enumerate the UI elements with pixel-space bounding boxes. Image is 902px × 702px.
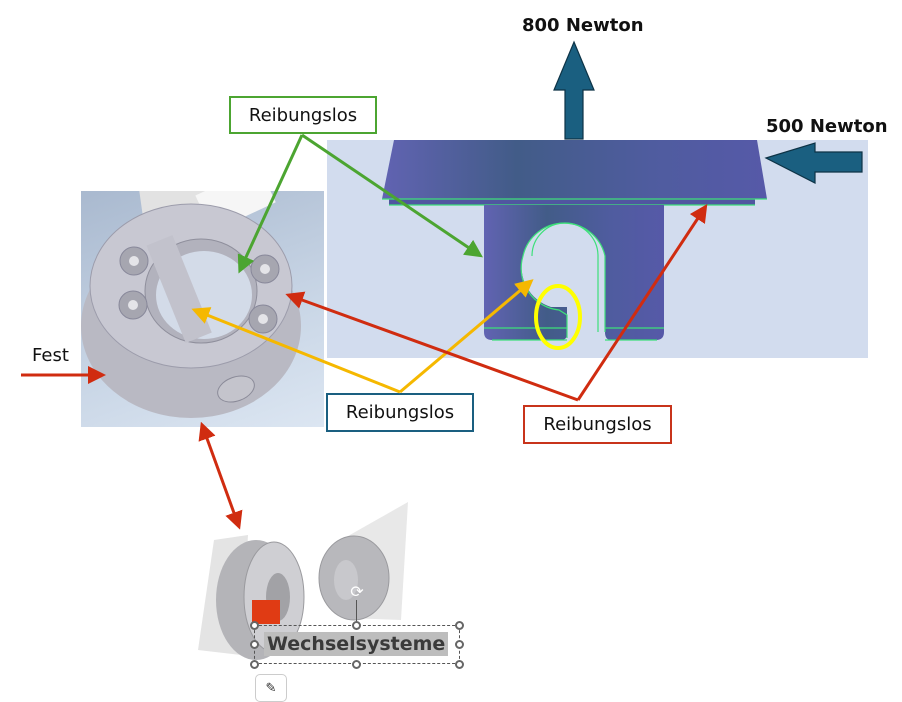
slot-part-drawing [382,140,767,341]
frictionless-label-top[interactable]: Reibungslos [229,96,377,134]
resize-handle-ml[interactable] [250,640,259,649]
resize-handle-tr[interactable] [455,621,464,630]
slot-part-image [327,140,868,358]
resize-handle-mr[interactable] [455,640,464,649]
tool-changer-drawing [198,502,408,660]
frictionless-label-middle-text: Reibungslos [345,402,455,423]
vertical-force-label: 800 Newton [522,15,644,36]
rotate-handle-icon[interactable]: ⟳ [350,582,364,601]
resize-handle-tm[interactable] [352,621,361,630]
resize-handle-br[interactable] [455,660,464,669]
resize-handle-bm[interactable] [352,660,361,669]
tool-changer-image [196,500,408,665]
ring-clamp-drawing [81,191,301,418]
frictionless-label-right-text: Reibungslos [543,414,652,435]
fixed-support-label: Fest [32,345,69,366]
wechselsysteme-textbox[interactable]: Wechselsysteme [264,632,449,656]
frictionless-label-right[interactable]: Reibungslos [523,405,672,444]
vertical-force-arrow [553,40,595,140]
horizontal-force-label: 500 Newton [766,116,888,137]
resize-handle-tl[interactable] [250,621,259,630]
frictionless-label-top-text: Reibungslos [248,104,358,126]
frictionless-label-middle[interactable]: Reibungslos [326,393,474,432]
sparkle-pen-icon[interactable]: ✎ [255,674,287,702]
resize-handle-bl[interactable] [250,660,259,669]
rotate-handle-line [356,600,357,625]
ring-clamp-image [81,191,324,427]
